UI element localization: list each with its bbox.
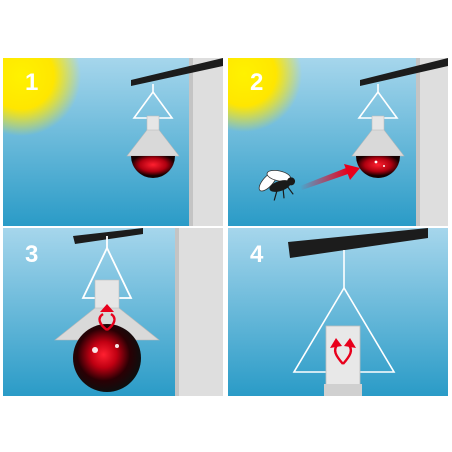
beam bbox=[288, 228, 428, 258]
bulb-icon bbox=[356, 156, 400, 178]
arrow-icon bbox=[300, 164, 360, 190]
panel-3-illustration: 3 bbox=[3, 228, 223, 396]
beam bbox=[131, 58, 223, 86]
sun-icon bbox=[228, 58, 302, 132]
panel-step-3: 3 bbox=[3, 228, 223, 396]
sun-icon bbox=[3, 58, 81, 136]
bulb-icon bbox=[131, 156, 175, 178]
panel-step-4: 4 bbox=[228, 228, 448, 396]
lamp-icon bbox=[292, 250, 396, 396]
panel-4-illustration: 4 bbox=[228, 228, 448, 396]
step-number: 4 bbox=[250, 241, 264, 268]
bulb-icon bbox=[73, 324, 141, 392]
lamp-icon bbox=[126, 84, 180, 178]
step-number: 3 bbox=[25, 241, 38, 268]
wall bbox=[179, 228, 223, 396]
arrow-icon bbox=[98, 304, 116, 331]
step-number: 2 bbox=[250, 69, 263, 96]
step-number: 1 bbox=[25, 69, 38, 96]
wall bbox=[193, 58, 223, 226]
arrow-icon bbox=[330, 338, 356, 365]
beam bbox=[73, 228, 143, 244]
beam bbox=[360, 58, 448, 86]
lamp-icon bbox=[54, 236, 160, 392]
panel-1-illustration: 1 bbox=[3, 58, 223, 226]
wall bbox=[420, 58, 448, 226]
panel-step-1: 1 bbox=[3, 58, 223, 226]
panel-2-illustration: 2 bbox=[228, 58, 448, 226]
panel-step-2: 2 bbox=[228, 58, 448, 226]
trap-cartridge bbox=[325, 325, 361, 387]
lamp-icon bbox=[351, 84, 405, 178]
fly-icon bbox=[258, 169, 296, 201]
